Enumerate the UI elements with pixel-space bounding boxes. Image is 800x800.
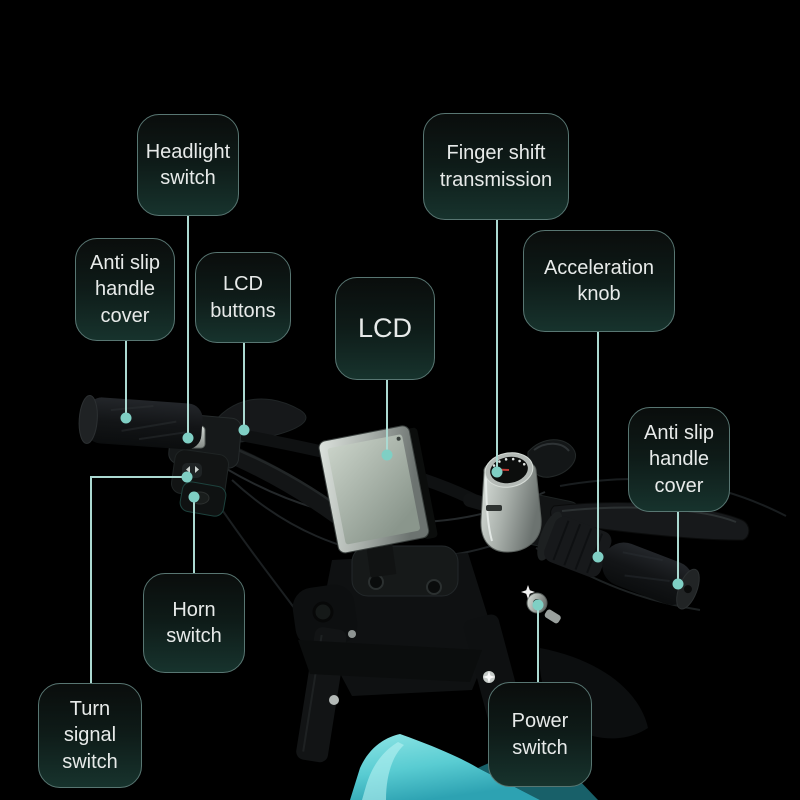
- callout-line-turn-signal: [90, 476, 183, 683]
- callout-label-anti-slip-handle-cover-left: Anti slip handle cover: [75, 238, 175, 341]
- right-grip: [537, 511, 700, 610]
- left-grip: [78, 395, 203, 450]
- callout-label-lcd: LCD: [335, 277, 435, 380]
- callout-dot-anti-slip-left: [120, 412, 132, 424]
- callout-dot-finger-shift: [491, 466, 503, 478]
- callout-dot-acceleration-knob: [592, 551, 604, 563]
- callout-dot-headlight-switch: [182, 432, 194, 444]
- callout-label-horn-switch: Horn switch: [143, 573, 245, 673]
- callout-label-turn-signal-switch: Turn signal switch: [38, 683, 142, 788]
- callout-dot-horn-switch: [188, 491, 200, 503]
- callout-dot-power-switch: [532, 599, 544, 611]
- callout-lines: [90, 216, 679, 683]
- callout-label-acceleration-knob: Acceleration knob: [523, 230, 675, 332]
- lcd-display: [318, 425, 438, 578]
- callout-label-power-switch: Power switch: [488, 682, 592, 787]
- callout-dot-turn-signal: [181, 471, 193, 483]
- switch-cluster: [168, 413, 242, 517]
- callout-dot-lcd: [381, 449, 393, 461]
- callout-label-finger-shift-transmission: Finger shift transmission: [423, 113, 569, 220]
- acceleration-knob-part: [544, 516, 612, 578]
- callout-dots: [120, 412, 684, 611]
- callout-label-lcd-buttons: LCD buttons: [195, 252, 291, 343]
- callout-dot-anti-slip-right: [672, 578, 684, 590]
- callout-label-anti-slip-handle-cover-right: Anti slip handle cover: [628, 407, 730, 512]
- callout-dot-lcd-buttons: [238, 424, 250, 436]
- callout-label-headlight-switch: Headlight switch: [137, 114, 239, 216]
